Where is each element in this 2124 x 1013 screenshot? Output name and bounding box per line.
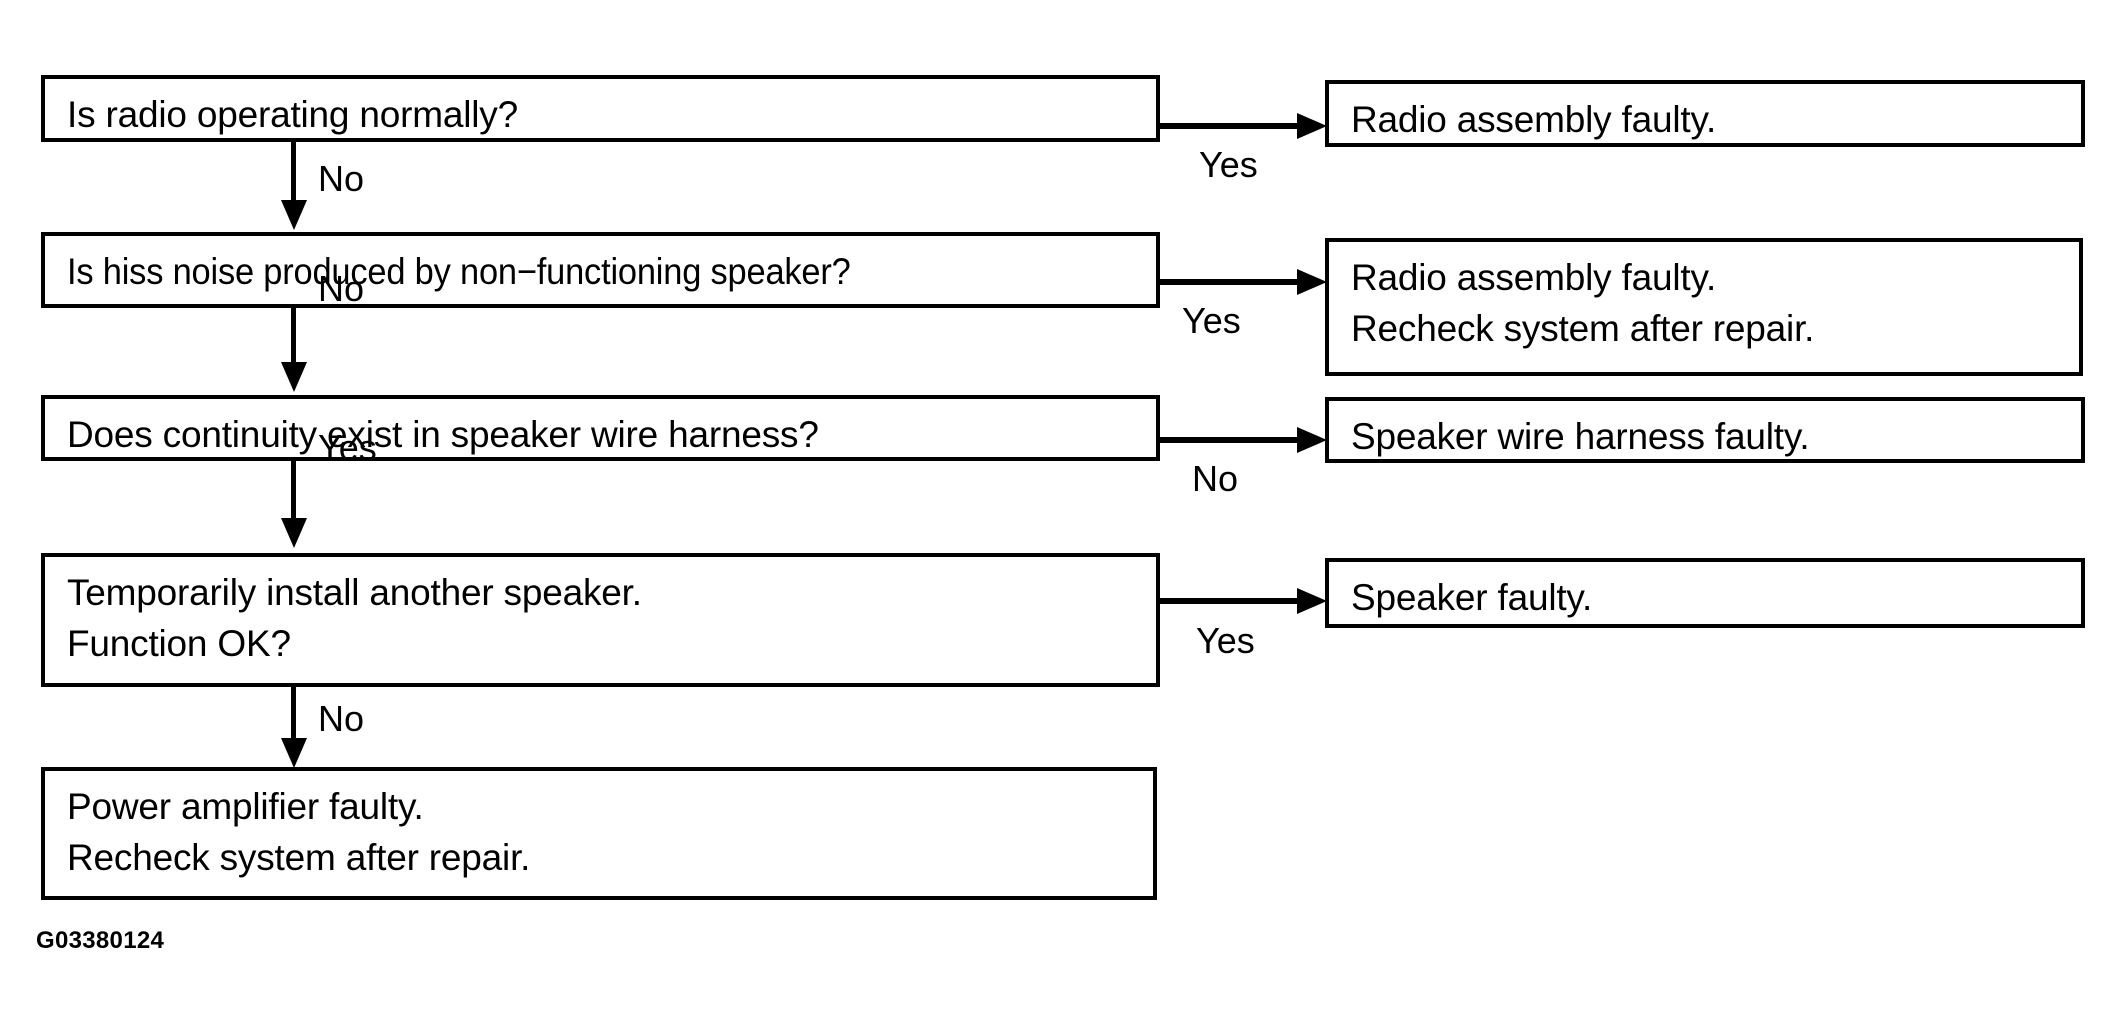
node-r1-line-1: Radio assembly faulty. <box>1351 99 1717 140</box>
node-r1-box: Radio assembly faulty. <box>1325 80 2085 147</box>
edge-e1-line <box>291 141 296 206</box>
node-q3-box: Does continuity exist in speaker wire ha… <box>41 395 1160 461</box>
edge-e2-line <box>1160 123 1300 129</box>
edge-e5-arrowhead-icon <box>281 518 307 548</box>
edge-e7-arrowhead-icon <box>281 738 307 768</box>
edge-e3-label: No <box>318 268 365 309</box>
node-q4-line-2: Function OK? <box>67 623 291 664</box>
node-q4-box: Temporarily install another speaker. Fun… <box>41 553 1160 687</box>
edge-e2-arrowhead-icon <box>1297 113 1327 139</box>
edge-e2-label: Yes <box>1199 144 1258 185</box>
edge-e4-label: Yes <box>1182 300 1241 341</box>
node-q2-box: Is hiss noise produced by non−functionin… <box>41 232 1160 308</box>
node-r2-box: Radio assembly faulty. Recheck system af… <box>1325 238 2083 376</box>
node-q3-line-1: Does continuity exist in speaker wire ha… <box>67 414 819 455</box>
figure-caption: G03380124 <box>36 927 165 954</box>
node-r2-line-2: Recheck system after repair. <box>1351 308 1815 349</box>
node-r3-line-1: Speaker wire harness faulty. <box>1351 416 1810 457</box>
node-r3-box: Speaker wire harness faulty. <box>1325 397 2085 463</box>
node-q2-line-1: Is hiss noise produced by non−functionin… <box>67 251 851 292</box>
edge-e3-arrowhead-icon <box>281 362 307 392</box>
edge-e6-arrowhead-icon <box>1297 427 1327 453</box>
node-r5-line-1: Power amplifier faulty. <box>67 786 424 827</box>
node-r5-line-2: Recheck system after repair. <box>67 837 531 878</box>
edge-e1-label: No <box>318 158 365 199</box>
node-r5-box: Power amplifier faulty. Recheck system a… <box>41 767 1157 900</box>
node-q1-line-1: Is radio operating normally? <box>67 94 518 135</box>
edge-e6-line <box>1160 437 1300 443</box>
edge-e4-line <box>1160 279 1300 285</box>
edge-e5-label: Yes <box>318 427 377 468</box>
node-r4-line-1: Speaker faulty. <box>1351 577 1593 618</box>
edge-e8-arrowhead-icon <box>1297 588 1327 614</box>
node-q4-line-1: Temporarily install another speaker. <box>67 572 642 613</box>
edge-e7-line <box>291 687 296 744</box>
edge-e8-label: Yes <box>1196 620 1255 661</box>
edge-e8-line <box>1160 598 1300 604</box>
node-r2-line-1: Radio assembly faulty. <box>1351 257 1717 298</box>
edge-e1-arrowhead-icon <box>281 200 307 230</box>
edge-e3-line <box>291 307 296 369</box>
node-r4-box: Speaker faulty. <box>1325 558 2085 628</box>
edge-e7-label: No <box>318 698 365 739</box>
node-q1-box: Is radio operating normally? <box>41 75 1160 142</box>
edge-e5-line <box>291 461 296 524</box>
edge-e4-arrowhead-icon <box>1297 269 1327 295</box>
edge-e6-label: No <box>1192 458 1239 499</box>
